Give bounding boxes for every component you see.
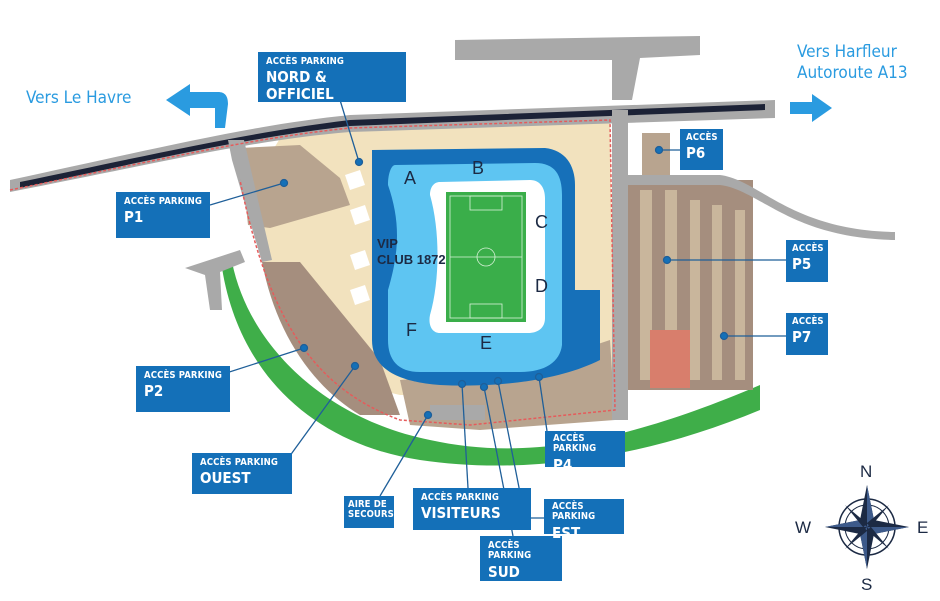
label-small: ACCÈS (792, 316, 824, 327)
label-small: ACCÈS PARKING (421, 492, 499, 503)
label-small: ACCÈS PARKING (124, 196, 202, 207)
label-big: P7 (792, 328, 812, 347)
label-small: ACCÈS PARKING (266, 56, 344, 67)
label-big: P1 (124, 208, 144, 227)
label-big: OUEST (200, 469, 251, 488)
label-small: ACCÈS (686, 132, 718, 143)
north-road (455, 36, 700, 100)
label-big: SUD (488, 562, 520, 581)
parking-p1 (240, 145, 350, 228)
stand-c: C (535, 212, 548, 232)
compass-east: E (917, 518, 929, 537)
vip-line2: CLUB 1872 (377, 252, 446, 268)
aire-de-secours (430, 405, 485, 420)
direction-harfleur-line2: Autoroute A13 (797, 63, 908, 84)
stand-e: E (480, 333, 493, 353)
label-big: P4 (553, 455, 573, 474)
west-spur (185, 250, 245, 310)
compass-north: N (860, 462, 873, 481)
label-big: VISITEURS (421, 504, 501, 523)
stand-a: A (404, 168, 417, 188)
label-big: EST (552, 523, 581, 542)
label-small: SECOURS (348, 509, 394, 521)
label-small: ACCÈS PARKING (200, 457, 278, 468)
west-road (228, 140, 272, 262)
parking-ouest (262, 262, 400, 415)
stand-d: D (535, 276, 548, 296)
direction-harfleur: Vers Harfleur Autoroute A13 (797, 42, 908, 85)
staff-area (650, 330, 690, 388)
direction-harfleur-line1: Vers Harfleur (797, 42, 897, 62)
vip-line1: VIP (377, 236, 398, 251)
stand-f: F (406, 320, 417, 340)
compass-rose-icon (825, 485, 909, 569)
harfleur-road (625, 175, 895, 240)
compass-south: S (861, 575, 873, 594)
main-road (10, 100, 775, 192)
railway (20, 104, 765, 188)
label-small: ACCÈS PARKING (552, 501, 596, 523)
label-small: AIRE DE (348, 499, 387, 510)
compass-west: W (795, 518, 812, 537)
arrow-le-havre (166, 84, 228, 128)
label-big: P5 (792, 255, 812, 274)
label-small: ACCÈS (792, 243, 824, 254)
label-small: ACCÈS PARKING (553, 433, 597, 455)
label-small: ACCÈS PARKING (488, 540, 532, 562)
vip-club-label: VIP CLUB 1872 (377, 236, 446, 269)
label-big: P6 (686, 144, 706, 163)
label-big: NORD & OFFICIEL (266, 68, 334, 103)
stand-b: B (472, 158, 485, 178)
label-small: ACCÈS PARKING (144, 370, 222, 381)
arrow-harfleur (790, 94, 832, 122)
direction-le-havre: Vers Le Havre (26, 88, 132, 108)
parking-p6 (642, 133, 670, 178)
label-big: P2 (144, 382, 164, 401)
east-road (612, 110, 628, 420)
